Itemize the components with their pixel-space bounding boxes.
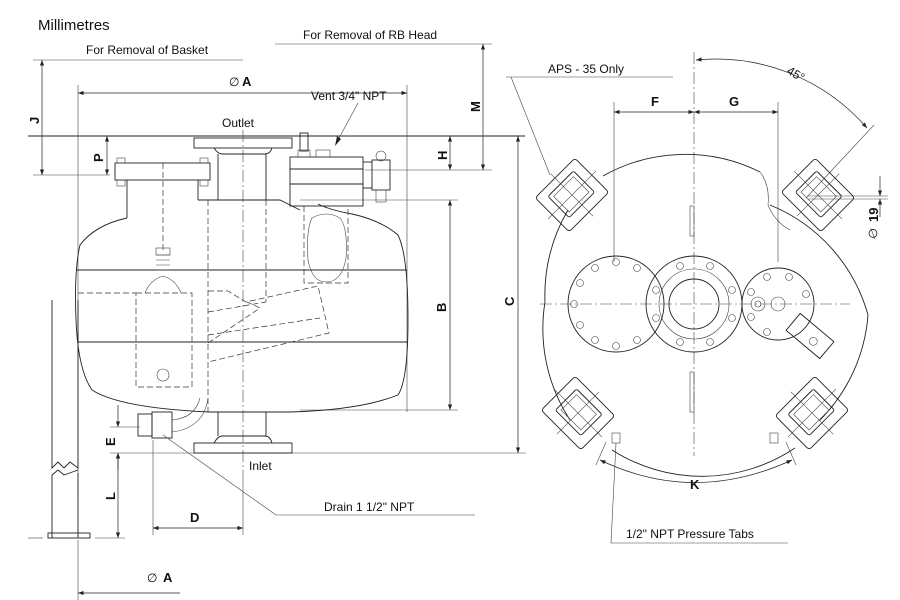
angle-arc xyxy=(695,57,868,129)
outlet-hub xyxy=(213,147,273,155)
dim-j-label: J xyxy=(27,117,42,124)
dim-d-label: D xyxy=(190,510,199,525)
solenoid xyxy=(371,159,391,191)
dim-k xyxy=(599,459,793,483)
vessel-body xyxy=(75,203,409,413)
pressure-tabs-leader xyxy=(610,442,617,544)
dim-a-label-bottom: A xyxy=(163,570,173,585)
outlet-label: Outlet xyxy=(222,116,255,130)
pressure-tab-right xyxy=(769,432,779,444)
basket-cover-flange xyxy=(567,255,665,353)
dim-e-label: E xyxy=(103,437,118,446)
drain-label: Drain 1 1/2" NPT xyxy=(324,500,415,514)
dim-c-label: C xyxy=(502,296,517,306)
leg-foot xyxy=(47,532,91,539)
hole-dia-label: 19 xyxy=(866,208,881,222)
diameter-symbol-bottom: ∅ xyxy=(147,571,157,585)
dim-h-label: H xyxy=(435,151,450,160)
leg-pad-top-left xyxy=(536,159,608,231)
dim-b-label: B xyxy=(434,303,449,312)
units-title: Millimetres xyxy=(38,17,110,34)
dim-p-label: P xyxy=(91,153,106,162)
pressure-tab-left xyxy=(611,432,621,444)
basket-cover xyxy=(114,162,211,181)
basket-removal-label: For Removal of Basket xyxy=(86,43,209,57)
vent-leader xyxy=(337,102,359,141)
vent-label: Vent 3/4" NPT xyxy=(311,89,387,103)
inlet-label: Inlet xyxy=(249,459,272,473)
rb-vent-stem xyxy=(299,132,309,152)
dim-f-label: F xyxy=(651,94,659,109)
pressure-tabs-label: 1/2" NPT Pressure Tabs xyxy=(626,527,754,541)
leg-pad-bottom-right xyxy=(776,377,848,449)
drain-leader xyxy=(162,434,277,516)
hole-dia-symbol: ∅ xyxy=(864,225,881,241)
leg-pad-bottom-left xyxy=(542,377,614,449)
diverter-dashed xyxy=(207,285,330,363)
aps-label: APS - 35 Only xyxy=(548,62,624,76)
basket-dashed xyxy=(135,292,193,388)
dim-g-label: G xyxy=(729,94,739,109)
angle-label: 45° xyxy=(785,63,808,84)
side-view: For Removal of Basket For Removal of RB … xyxy=(27,28,526,600)
rb-head-flange xyxy=(741,267,835,360)
dim-a-label-top: A xyxy=(242,74,252,89)
diameter-symbol-top: ∅ xyxy=(229,75,239,89)
top-view: APS - 35 Only F G 45° 19 ∅ xyxy=(506,52,888,544)
dim-l-label: L xyxy=(103,492,118,500)
inlet-flange xyxy=(193,442,293,454)
rb-head-removal-label: For Removal of RB Head xyxy=(303,28,437,42)
rb-head-top xyxy=(289,156,364,170)
dim-k-label: K xyxy=(690,477,700,492)
drain-nut xyxy=(137,413,153,437)
aps-leader xyxy=(510,76,551,176)
support-leg xyxy=(51,300,79,470)
vessel-outline xyxy=(542,153,869,477)
leg-pad-top-right xyxy=(782,159,854,231)
dim-m-label: M xyxy=(468,101,483,112)
